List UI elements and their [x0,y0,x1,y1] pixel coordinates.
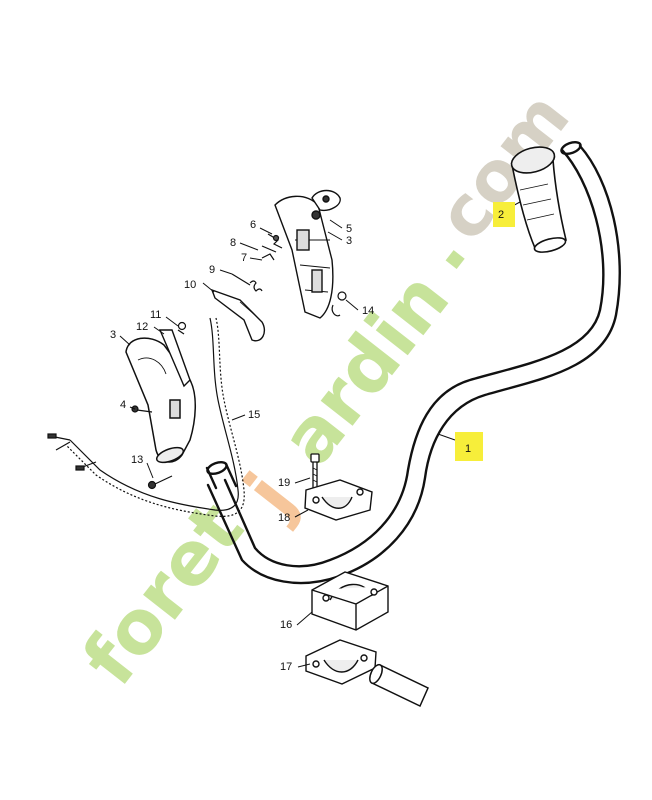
spring-11 [177,321,187,335]
trigger-10 [210,288,266,342]
callout-labels: 1 2 3 5 6 8 7 9 10 11 12 3 4 13 14 15 19… [110,209,504,673]
handlebar-tube [205,140,621,585]
callout-3-upper: 3 [346,235,352,247]
lever-12 [158,329,191,388]
callout-16: 16 [280,619,292,631]
callout-15: 15 [248,409,260,421]
callout-17: 17 [280,661,292,673]
callout-8: 8 [230,237,236,249]
small-parts-6-8 [261,233,283,261]
callout-19: 19 [278,477,290,489]
callout-10: 10 [184,279,196,291]
screw-13 [147,475,173,490]
callout-2: 2 [498,209,504,221]
switch-housing-upper [274,195,334,319]
callout-11: 11 [150,309,161,321]
cable-harness [47,317,245,517]
highlight-callout-2 [493,202,515,227]
clamp-16 [311,571,389,631]
callout-3-lower: 3 [110,329,116,341]
shaft-tube [369,663,429,708]
callout-9: 9 [209,264,215,276]
spring-9 [231,273,263,292]
spring-14 [331,291,347,317]
watermark-foret: foret [66,487,260,702]
watermark-ardin: ardin [264,257,466,481]
callout-13: 13 [131,454,143,466]
bolt-19 [310,453,320,488]
watermark-j: j [227,458,312,533]
callout-1: 1 [465,443,471,455]
clamp-nut-5 [311,189,341,212]
callout-12: 12 [136,321,148,333]
leader-lines [119,201,521,668]
clamp-17 [305,639,377,685]
callout-4: 4 [120,399,126,411]
callout-7: 7 [241,252,247,264]
callout-14: 14 [362,305,374,317]
grip [510,146,567,253]
clamp-18 [304,479,373,521]
callout-5: 5 [346,223,352,235]
callout-18: 18 [278,512,290,524]
callout-6: 6 [250,219,256,231]
handle-housing [125,337,196,464]
highlight-callout-1 [455,432,483,461]
